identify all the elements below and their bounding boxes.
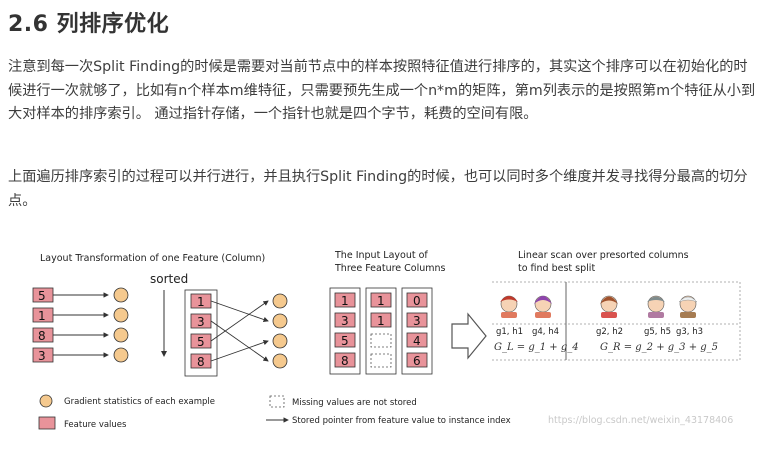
person-icon: [647, 295, 665, 318]
unsorted-value: 1: [38, 309, 46, 323]
group-label: g4, h4: [532, 327, 559, 337]
sorted-frame: [184, 289, 218, 377]
formula-right: G_R = g_2 + g_3 + g_5: [600, 342, 718, 353]
pointer-arrow: [210, 320, 269, 362]
gradient-dot: [272, 353, 288, 369]
column1-value: 8: [341, 354, 349, 368]
gradient-dot: [272, 313, 288, 329]
legend-feature-swatch: [38, 416, 56, 430]
unsorted-value: 8: [38, 329, 46, 343]
column3-value: 0: [413, 294, 421, 308]
formula-left: G_L = g_1 + g_4: [494, 342, 579, 353]
sorted-label: sorted: [150, 272, 188, 286]
pointer-arrow: [210, 300, 269, 342]
column1-value: 3: [341, 314, 349, 328]
column-cell: [334, 332, 356, 348]
group-label: g5, h5: [644, 327, 671, 337]
column1-value: 5: [341, 334, 349, 348]
panel2-title-line2: Three Feature Columns: [334, 263, 446, 274]
column-cell: [334, 292, 356, 308]
legend-gradient-dot: [39, 394, 53, 408]
legend-feature-label: Feature values: [64, 420, 127, 430]
sorted-column: 1 3 5 8: [184, 289, 288, 377]
column-frame: [365, 287, 397, 375]
legend-gradient-label: Gradient statistics of each example: [64, 397, 215, 407]
legend-missing-label: Missing values are not stored: [292, 398, 417, 408]
column2-value: 1: [377, 294, 385, 308]
watermark: https://blog.csdn.net/weixin_43178406: [548, 415, 733, 426]
sorted-value: 1: [197, 295, 205, 309]
gradient-dot: [113, 327, 129, 343]
transform-arrow-icon: [451, 312, 487, 360]
column-frame: [329, 287, 361, 375]
legend-missing-swatch: [269, 395, 285, 408]
three-feature-columns: 1 3 5 8 1 1 0 3 4 6: [329, 287, 433, 375]
unsorted-column: 5 1 8 3: [32, 287, 129, 363]
column1-value: 1: [341, 294, 349, 308]
paragraph-sort-explanation: 注意到每一次Split Finding的时候是需要对当前节点中的样本按照特征值进…: [8, 59, 756, 123]
group-label: g2, h2: [596, 327, 623, 337]
gradient-dot: [113, 287, 129, 303]
panel3-title-line2: to find best split: [518, 263, 595, 274]
unsorted-value: 5: [38, 289, 46, 303]
column3-value: 3: [413, 314, 421, 328]
panel1-title: Layout Transformation of one Feature (Co…: [40, 253, 265, 264]
column3-value: 4: [413, 334, 421, 348]
sorted-value: 3: [197, 315, 205, 329]
column-cell: [406, 312, 428, 328]
column-cell: [406, 332, 428, 348]
pointer-arrow: [210, 339, 269, 362]
column2-value: 1: [377, 314, 385, 328]
column-sort-figure: Layout Transformation of one Feature (Co…: [0, 240, 764, 452]
column-cell: [334, 312, 356, 328]
gradient-dot: [272, 293, 288, 309]
person-icon: [600, 295, 618, 318]
sorted-value: 5: [197, 335, 205, 349]
person-icon: [534, 295, 552, 318]
group-label: g3, h3: [676, 327, 703, 337]
missing-cell: [370, 353, 392, 368]
section-title: 2.6 列排序优化: [8, 12, 170, 37]
panel2-title-line1: The Input Layout of: [334, 250, 428, 261]
legend-pointer-label: Stored pointer from feature value to ins…: [292, 416, 511, 426]
pointer-arrow: [210, 300, 269, 323]
person-icon: [500, 295, 518, 318]
column-cell: [370, 292, 392, 308]
column-frame: [401, 287, 433, 375]
paragraph-parallel-explanation: 上面遍历排序索引的过程可以并行进行，并且执行Split Finding的时候，也…: [8, 169, 748, 209]
column-cell: [334, 352, 356, 368]
gradient-dot: [272, 333, 288, 349]
figure-svg: Layout Transformation of one Feature (Co…: [32, 250, 741, 430]
person-icon: [678, 295, 698, 318]
column-cell: [406, 352, 428, 368]
unsorted-value: 3: [38, 349, 46, 363]
panel3-title-line1: Linear scan over presorted columns: [518, 250, 689, 261]
sorted-value: 8: [197, 355, 205, 369]
group-label: g1, h1: [496, 327, 523, 337]
gradient-dot: [113, 347, 129, 363]
column3-value: 6: [413, 354, 421, 368]
missing-cell: [370, 333, 392, 348]
gradient-dot: [113, 307, 129, 323]
column-cell: [370, 312, 392, 328]
column-cell: [406, 292, 428, 308]
linear-scan-panel: g1, h1 g4, h4 g2, h2 g5, h5 g3, h3 G_L =…: [492, 281, 741, 361]
